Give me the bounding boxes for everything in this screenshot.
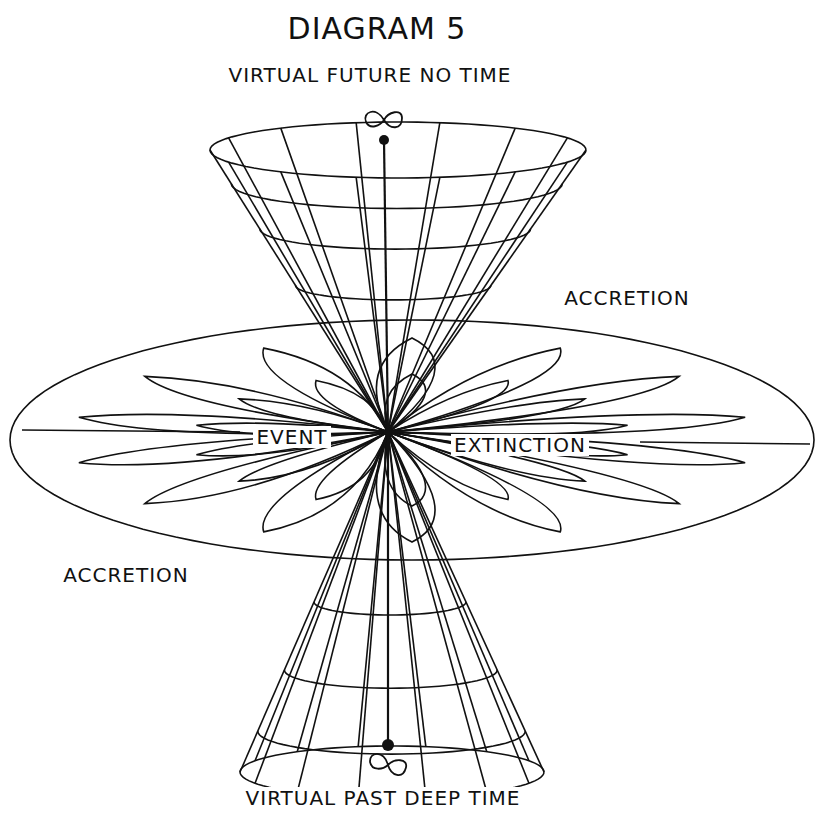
cone-ring <box>295 285 491 300</box>
disc-curve <box>388 414 745 434</box>
axis-line <box>640 442 810 444</box>
axis-line <box>22 430 240 432</box>
line-drawing <box>10 122 814 798</box>
disc-curve <box>79 432 388 465</box>
cone-line <box>210 150 388 432</box>
disc-curve <box>388 399 585 432</box>
cone-line <box>388 177 440 432</box>
cone-line <box>388 432 426 747</box>
cone-line <box>388 162 567 432</box>
cone-line <box>388 123 440 432</box>
cone-line <box>388 128 515 432</box>
time-axis <box>387 432 389 745</box>
dot <box>384 428 392 436</box>
cone-line <box>388 150 586 432</box>
cone-rim <box>210 122 586 178</box>
cone-line <box>388 138 567 432</box>
cone-line <box>297 432 388 752</box>
dot <box>382 739 394 751</box>
cone-ring <box>258 731 526 754</box>
cone-ring <box>284 670 497 688</box>
future-label: VIRTUAL FUTURE NO TIME <box>225 64 514 86</box>
cone-ring <box>314 602 466 615</box>
cone-line <box>255 432 388 761</box>
event-label: EXTINCTION <box>451 434 589 456</box>
cone-line <box>388 172 515 432</box>
infinity-symbol <box>368 752 407 776</box>
cone-ring <box>260 229 531 249</box>
disc-curve <box>263 348 388 432</box>
cone-line <box>388 432 487 752</box>
dot <box>379 135 389 145</box>
cone-ring <box>231 184 562 209</box>
time-axis <box>384 140 388 432</box>
past-label: VIRTUAL PAST DEEP TIME <box>243 787 524 809</box>
accretion-disc <box>10 320 814 560</box>
region-label: ACCRETION <box>561 287 693 309</box>
infinity-symbol <box>365 112 402 128</box>
event-label: EVENT <box>253 426 330 448</box>
cone-line <box>356 123 388 432</box>
region-label: ACCRETION <box>60 564 192 586</box>
disc-curve <box>79 414 388 434</box>
diagram-title: DIAGRAM 5 <box>285 12 470 45</box>
cone-line <box>388 432 529 761</box>
cone-line <box>281 172 388 432</box>
disc-curve <box>145 376 388 432</box>
cone-line <box>229 138 388 432</box>
cone-line <box>358 432 388 747</box>
disc-curve <box>388 432 745 465</box>
